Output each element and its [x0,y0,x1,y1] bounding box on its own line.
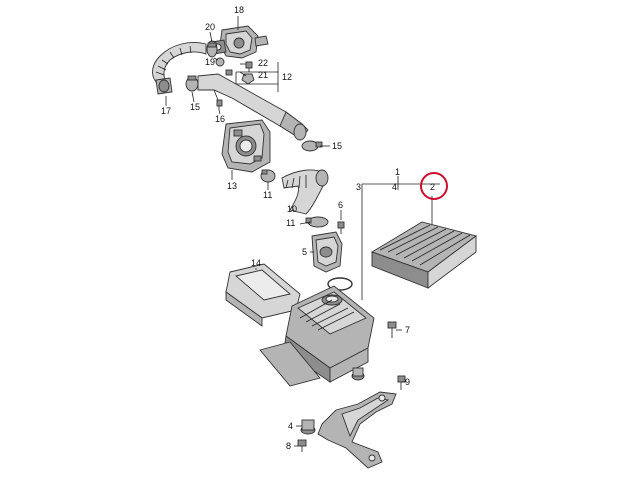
bolt-6 [337,221,345,234]
o-ring [327,277,353,291]
hose-clamp-11-lower [305,216,329,228]
air-mass-meter [311,231,343,273]
callout-10: 10 [287,204,297,214]
bolt-8 [297,439,307,452]
callout-11-lower: 11 [286,218,295,228]
callout-4-upper: 4 [392,182,397,192]
hose-fitting-17 [155,77,173,95]
callout-2: 2 [430,182,435,192]
callout-1: 1 [395,167,400,177]
mounting-bracket [317,391,397,469]
callout-8: 8 [286,441,291,451]
callout-3: 3 [356,182,361,192]
callout-21: 21 [258,70,268,80]
callout-14: 14 [251,258,261,268]
hose-clamp-15-upper [301,140,323,152]
highlight-ring [420,172,448,200]
bolt-16 [216,99,223,110]
air-intake-duct [225,263,301,327]
nut-small-c [225,69,233,76]
callout-12: 12 [282,72,292,82]
air-filter-housing [259,285,375,387]
hose-clamp-15-lower [185,75,199,92]
secondary-air-pipe [197,73,309,141]
callout-19: 19 [205,57,215,67]
callout-6: 6 [338,200,343,210]
bolt-7 [387,321,397,338]
callout-15-lower: 15 [190,102,200,112]
throttle-body [221,119,271,173]
air-filter-element [370,221,478,289]
callout-22: 22 [258,58,268,68]
callout-labels: 18 20 19 22 21 12 17 15 16 15 13 11 1 3 … [161,5,435,451]
callout-4-lower: 4 [288,421,293,431]
rubber-mount-upper [351,367,365,381]
callout-9: 9 [405,377,410,387]
hose-clamp-20 [206,40,218,58]
hose-clamp-11-upper [260,169,276,183]
callout-17: 17 [161,106,171,116]
callout-20: 20 [205,22,215,32]
rubber-mount-lower [300,419,316,435]
leader-lines [165,16,440,447]
callout-11-upper: 11 [263,190,272,200]
bolt-22 [245,61,253,72]
callout-5: 5 [302,247,307,257]
callout-18: 18 [234,5,244,15]
intake-hose [281,169,329,215]
nut-21 [241,73,255,85]
secondary-air-pump [211,25,269,59]
bolt-9 [397,375,406,390]
callout-16: 16 [215,114,225,124]
callout-7: 7 [405,325,410,335]
callout-13: 13 [227,181,237,191]
callout-15-upper: 15 [332,141,342,151]
